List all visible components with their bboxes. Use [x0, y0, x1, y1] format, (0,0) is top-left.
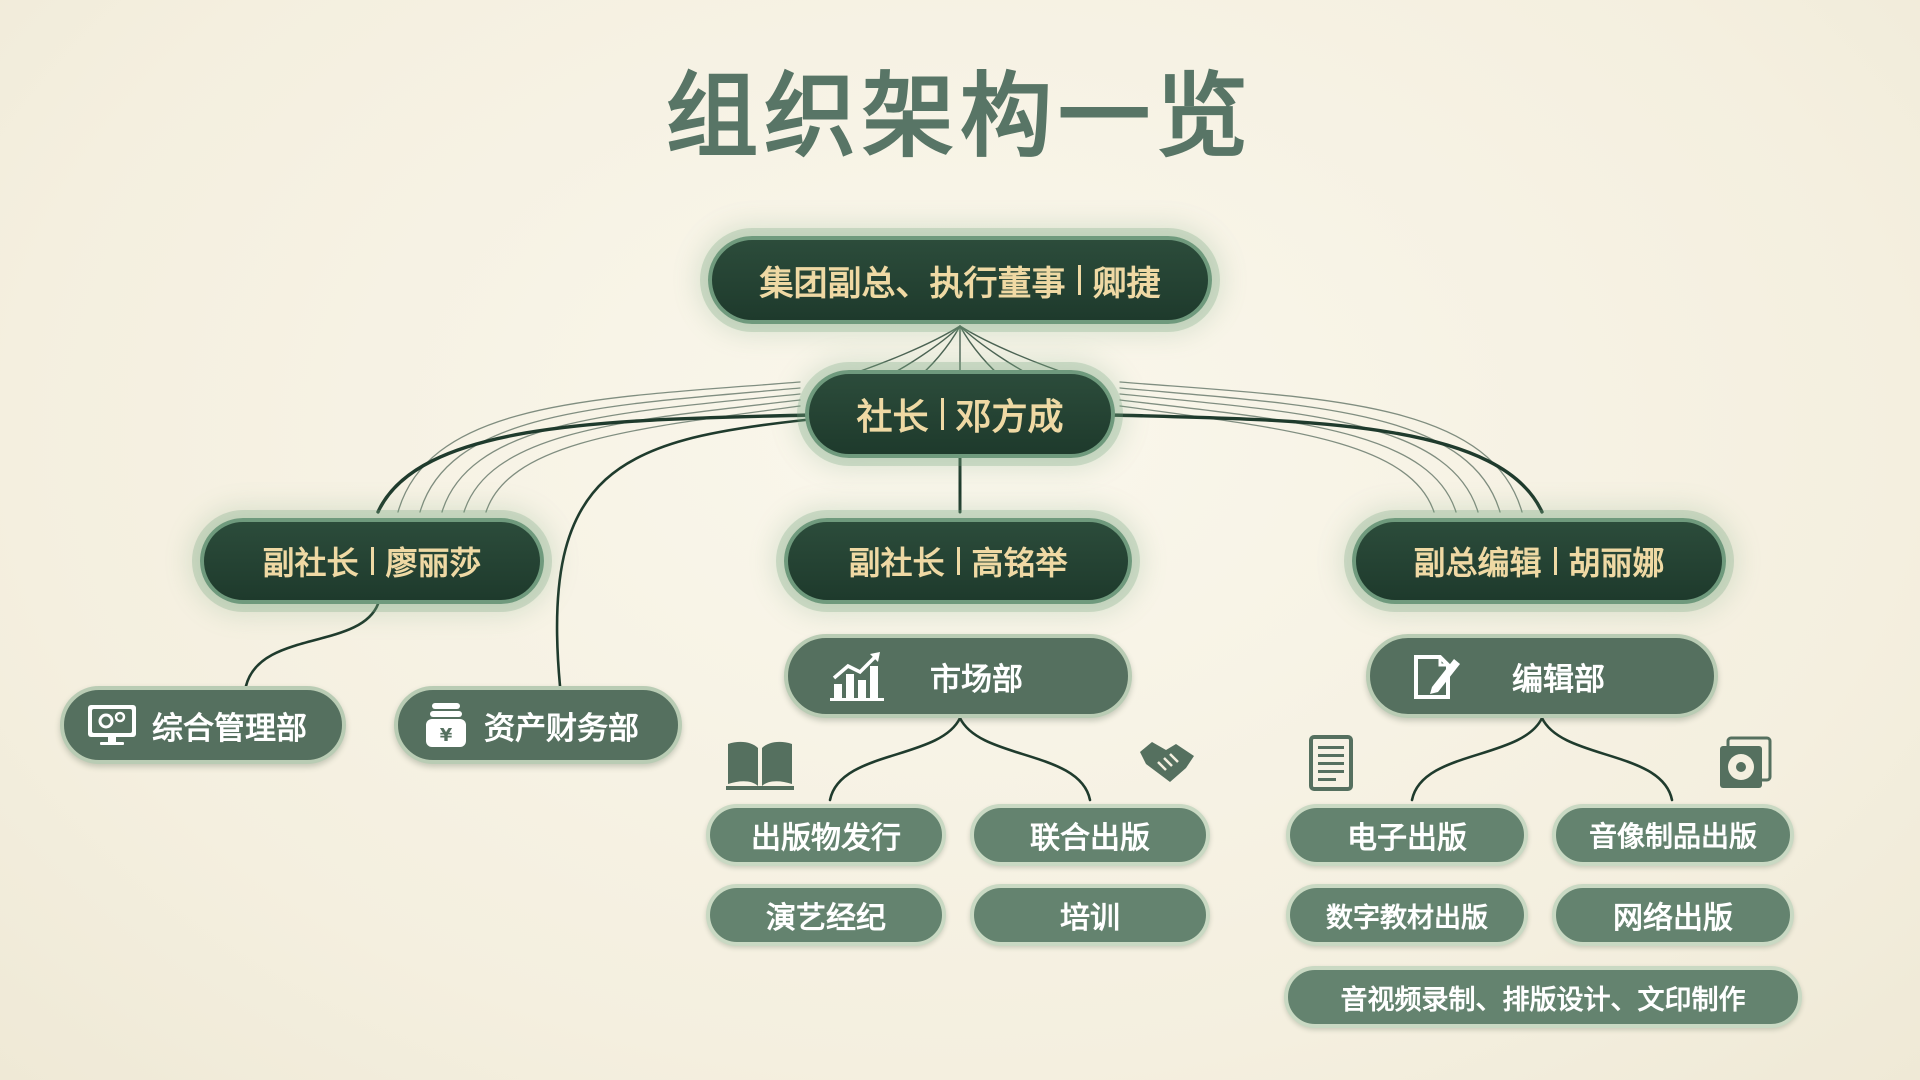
editorial-item: 电子出版 — [1286, 804, 1528, 866]
dept-admin: 综合管理部 — [60, 686, 346, 764]
editorial-item: 音像制品出版 — [1552, 804, 1794, 866]
dept-market: 市场部 — [784, 634, 1132, 718]
separator — [370, 546, 374, 576]
node-vp-right: 副总编辑 胡丽娜 — [1352, 518, 1726, 604]
node-person: 卿捷 — [1092, 263, 1161, 304]
node-person: 邓方成 — [955, 397, 1064, 438]
market-item: 演艺经纪 — [706, 884, 946, 946]
market-item: 培训 — [970, 884, 1210, 946]
node-role: 集团副总、执行董事 — [759, 263, 1066, 304]
node-person: 高铭举 — [971, 544, 1068, 582]
node-vp-left: 副社长 廖丽莎 — [200, 518, 544, 604]
node-president: 社长 邓方成 — [805, 370, 1115, 458]
dept-editorial: 编辑部 — [1366, 634, 1718, 718]
money-bag-icon: ¥ — [422, 701, 470, 749]
edit-document-icon — [1410, 649, 1462, 703]
editorial-item: 网络出版 — [1552, 884, 1794, 946]
dept-label: 市场部 — [930, 661, 1023, 698]
open-book-icon — [726, 741, 794, 790]
node-role: 社长 — [856, 397, 929, 438]
dept-label: 综合管理部 — [152, 710, 307, 747]
svg-text:¥: ¥ — [440, 725, 453, 746]
ebook-reader-icon — [1309, 735, 1353, 791]
separator — [1553, 546, 1557, 576]
handshake-icon — [1140, 742, 1194, 782]
dept-finance: ¥ 资产财务部 — [394, 686, 682, 764]
market-item: 出版物发行 — [706, 804, 946, 866]
dept-label: 资产财务部 — [484, 710, 639, 747]
node-role: 副总编辑 — [1413, 544, 1542, 582]
market-item: 联合出版 — [970, 804, 1210, 866]
gear-monitor-icon — [86, 703, 138, 747]
bar-chart-icon — [830, 650, 884, 702]
page-title: 组织架构一览 — [665, 62, 1254, 170]
node-role: 副社长 — [262, 544, 359, 582]
editorial-item: 音视频录制、排版设计、文印制作 — [1284, 966, 1802, 1028]
editorial-item: 数字教材出版 — [1286, 884, 1528, 946]
node-role: 副社长 — [848, 544, 945, 582]
separator — [940, 397, 944, 431]
node-vp-center: 副社长 高铭举 — [784, 518, 1132, 604]
separator — [1077, 264, 1081, 296]
separator — [956, 546, 960, 576]
disc-icon — [1720, 736, 1772, 788]
dept-label: 编辑部 — [1512, 661, 1605, 698]
node-person: 廖丽莎 — [385, 544, 482, 582]
node-person: 胡丽娜 — [1568, 544, 1665, 582]
node-executive-director: 集团副总、执行董事 卿捷 — [708, 236, 1212, 324]
